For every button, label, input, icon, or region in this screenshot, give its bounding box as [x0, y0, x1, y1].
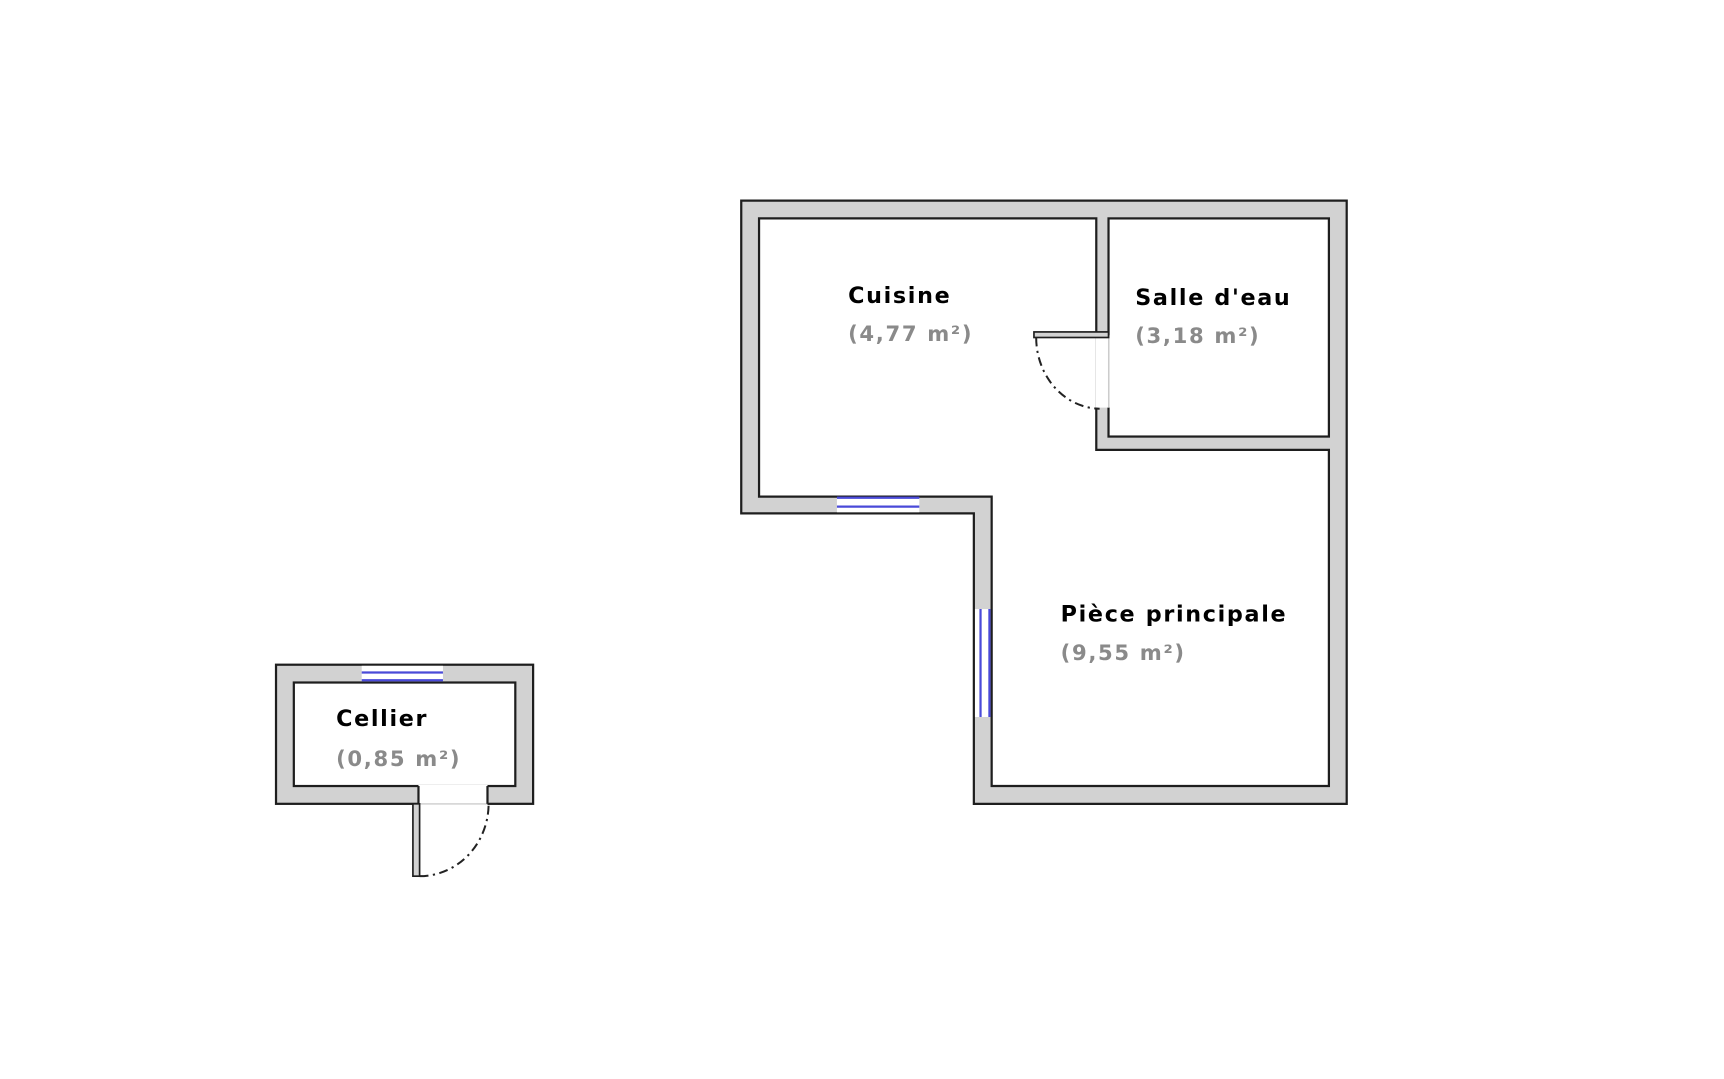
room-label-cellier: Cellier: [336, 706, 428, 732]
kitchen-window-opening: [836, 497, 920, 513]
cuisine-and-piece-principale-floor: [757, 217, 1331, 788]
cellier-door-opening: [418, 784, 488, 805]
room-area-salle-d-eau: (3,18 m²): [1135, 323, 1260, 348]
cellier-floor: [292, 681, 517, 788]
cellier-window: [361, 665, 443, 682]
living-room-window-opening: [974, 609, 991, 718]
room-label-cuisine: Cuisine: [848, 283, 951, 309]
room-area-piece-principale: (9,55 m²): [1061, 640, 1186, 665]
room-area-cuisine: (4,77 m²): [848, 321, 973, 346]
cellier-door-leaf: [412, 802, 421, 878]
cellier-unit: Cellier (0,85 m²): [274, 663, 535, 878]
room-area-cellier: (0,85 m²): [336, 746, 461, 771]
salle-d-eau-floor: [1107, 217, 1331, 438]
cellier-door-swing-arc: [419, 803, 490, 878]
kitchen-window: [836, 496, 920, 513]
living-room-window: [974, 609, 991, 718]
bathroom-door-leaf: [1033, 331, 1110, 339]
room-label-piece-principale: Pièce principale: [1061, 601, 1288, 627]
bathroom-door-swing-arc: [1035, 337, 1100, 410]
main-apartment: Cuisine (4,77 m²) Salle d'eau (3,18 m²) …: [740, 199, 1348, 805]
room-label-salle-d-eau: Salle d'eau: [1135, 285, 1291, 311]
bathroom-door-opening: [1095, 335, 1110, 408]
